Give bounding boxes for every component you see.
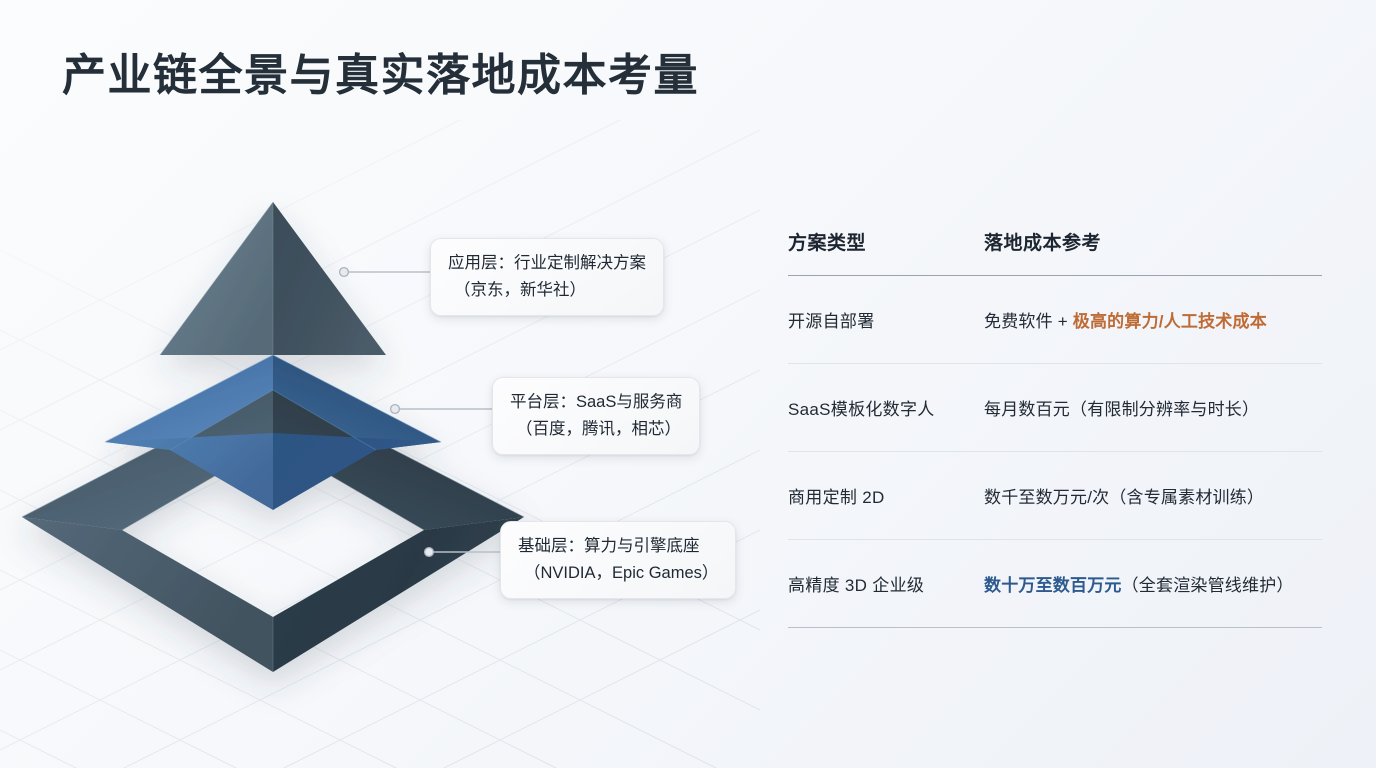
callout-infrastructure-layer-line2: （NVIDIA，Epic Games） bbox=[524, 563, 719, 582]
table-header-type: 方案类型 bbox=[788, 233, 867, 254]
pyramid-tier-bottom-left-face bbox=[22, 517, 273, 672]
row-cost-commercial-2d: 数千至数万元/次（含专属素材训练） bbox=[984, 483, 1322, 508]
page-title: 产业链全景与真实落地成本考量 bbox=[62, 51, 699, 100]
row-cost-high-precision-3d: 数十万至数百万元（全套渲染管线维护） bbox=[984, 571, 1322, 596]
callout-application-layer: 应用层：行业定制解决方案 （京东，新华社） bbox=[430, 238, 664, 317]
pyramid-tier-middle-right-face bbox=[273, 433, 441, 510]
row-type-high-precision-3d: 高精度 3D 企业级 bbox=[788, 576, 925, 595]
row-type-open-source: 开源自部署 bbox=[788, 312, 875, 331]
callout-platform-layer-line1: 平台层：SaaS与服务商 bbox=[510, 393, 683, 411]
callout-platform-layer-line2: （百度，腾讯，相芯） bbox=[516, 419, 681, 438]
pyramid-tier-middle-top-left bbox=[105, 355, 273, 450]
pyramid-tier-middle-left-face bbox=[105, 433, 273, 510]
table-row: SaaS模板化数字人 每月数百元（有限制分辨率与时长） bbox=[788, 364, 1322, 452]
cost-highlight-text: 数十万至数百万元 bbox=[984, 576, 1122, 595]
cost-highlight-text: 极高的算力/人工技术成本 bbox=[1072, 312, 1267, 331]
row-type-commercial-2d: 商用定制 2D bbox=[788, 488, 885, 507]
landing-cost-table: 方案类型 落地成本参考 开源自部署 免费软件 + 极高的算力/人工技术成本 Sa… bbox=[788, 228, 1322, 628]
cost-plain-text: 免费软件 + bbox=[984, 312, 1073, 331]
table-row: 开源自部署 免费软件 + 极高的算力/人工技术成本 bbox=[788, 276, 1322, 364]
table-header-cost: 落地成本参考 bbox=[984, 233, 1102, 254]
callout-infrastructure-layer: 基础层：算力与引擎底座 （NVIDIA，Epic Games） bbox=[500, 521, 737, 600]
table-header-row: 方案类型 落地成本参考 bbox=[788, 228, 1322, 276]
callout-infrastructure-layer-line1: 基础层：算力与引擎底座 bbox=[518, 537, 700, 555]
cost-plain-text: 每月数百元（有限制分辨率与时长） bbox=[984, 400, 1260, 419]
table-row: 商用定制 2D 数千至数万元/次（含专属素材训练） bbox=[788, 452, 1322, 540]
row-cost-saas-template: 每月数百元（有限制分辨率与时长） bbox=[984, 395, 1322, 420]
callout-platform-layer: 平台层：SaaS与服务商 （百度，腾讯，相芯） bbox=[492, 377, 701, 456]
industry-chain-pyramid bbox=[0, 150, 760, 730]
callout-application-layer-line2: （京东，新华社） bbox=[454, 280, 586, 299]
table-row: 高精度 3D 企业级 数十万至数百万元（全套渲染管线维护） bbox=[788, 540, 1322, 628]
row-type-saas-template: SaaS模板化数字人 bbox=[788, 400, 935, 419]
row-cost-open-source: 免费软件 + 极高的算力/人工技术成本 bbox=[984, 307, 1322, 332]
callout-application-layer-line1: 应用层：行业定制解决方案 bbox=[448, 254, 646, 272]
pyramid-tier-top-right-face bbox=[273, 202, 386, 355]
pyramid-tier-bottom-right-face bbox=[273, 517, 524, 672]
pyramid-tier-middle-top-right bbox=[273, 355, 441, 450]
cost-plain-text: 数千至数万元/次（含专属素材训练） bbox=[984, 488, 1265, 507]
cost-tail-text: （全套渲染管线维护） bbox=[1121, 576, 1294, 595]
